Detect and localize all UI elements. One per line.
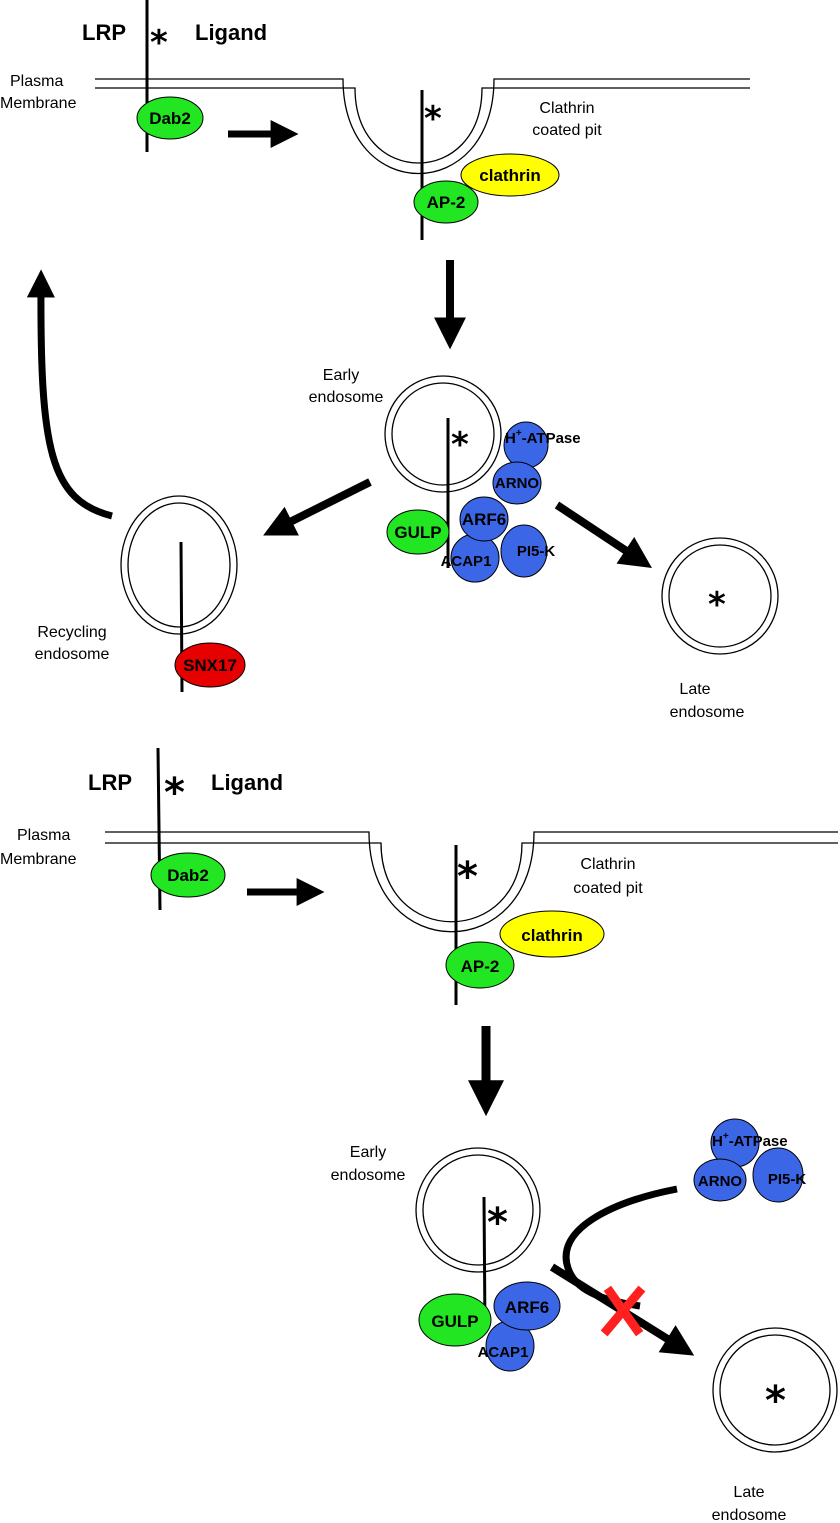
clathrin-label: clathrin: [479, 166, 540, 185]
late-endosome-label-2: endosome: [670, 704, 745, 721]
panel-bottom: LRP * Ligand Plasma Membrane Dab2 * Clat…: [0, 747, 838, 1523]
membrane-label: Membrane: [0, 95, 77, 112]
dab2-label-2: Dab2: [167, 866, 209, 885]
recycling-endosome: [120, 495, 238, 635]
ap2-label: AP-2: [427, 193, 466, 212]
snx17-label: SNX17: [183, 656, 237, 675]
arno-protein-2: [693, 1158, 747, 1202]
pi5k-label: PI5-K: [517, 543, 556, 560]
clathrin-protein-2: [499, 910, 605, 958]
lrp-label: LRP: [82, 20, 126, 45]
late-endosome-label-1: Late: [679, 681, 710, 698]
dab2-protein-2: [150, 852, 226, 898]
arno-protein: [492, 461, 542, 505]
early-endosome-label-2: endosome: [309, 389, 384, 406]
pi5k-protein: [500, 524, 548, 578]
early-endosome-label-1: Early: [323, 367, 359, 384]
late-asterisk-2: *: [765, 1378, 786, 1424]
clathrin-label-2: clathrin: [521, 926, 582, 945]
plasma-membrane-2: [105, 831, 838, 933]
early-asterisk: *: [451, 425, 469, 465]
recycling-endosome-label-2: endosome: [35, 646, 110, 663]
late-endosome-2: [712, 1327, 838, 1453]
ap2-protein-2: [445, 941, 515, 989]
gulp-label: GULP: [394, 523, 441, 542]
arrow-to-late-endosome: [554, 501, 653, 568]
late-endosome-label-2-2: endosome: [712, 1507, 787, 1523]
lrp-label-2: LRP: [88, 770, 132, 795]
h-atpase-label-2: H+-ATPase: [712, 1131, 788, 1150]
early-endosome: [384, 375, 502, 493]
pi5k-label-2: PI5-K: [768, 1171, 807, 1188]
ligand-label-2: Ligand: [211, 770, 283, 795]
pi5k-protein-2: [752, 1147, 804, 1203]
ap2-protein: [413, 180, 479, 224]
plasma-membrane: [95, 78, 750, 174]
early-endosome-label-2-1: Early: [350, 1144, 386, 1161]
pit-asterisk-2: *: [457, 854, 478, 900]
gulp-protein: [386, 509, 450, 555]
gulp-label-2: GULP: [431, 1312, 478, 1331]
dab2-label: Dab2: [149, 109, 191, 128]
panel-top: LRP * Ligand Plasma Membrane Dab2 * Clat…: [0, 0, 779, 721]
membrane-label-2: Membrane: [0, 851, 77, 868]
clathrin-protein: [460, 153, 560, 197]
ligand-asterisk-2: *: [164, 770, 185, 816]
ligand-asterisk: *: [150, 23, 168, 63]
snx17-protein: [174, 642, 246, 688]
ap2-label-2: AP-2: [461, 957, 500, 976]
clathrin-pit-label-1: Clathrin: [539, 100, 594, 117]
late-asterisk: *: [708, 585, 726, 625]
clathrin-pit-label-2: coated pit: [532, 122, 602, 139]
h-atpase-label: H+-ATPase: [505, 428, 581, 447]
clathrin-pit-label-2-2: coated pit: [573, 880, 643, 897]
dab2-protein: [136, 96, 204, 140]
plasma-label-2: Plasma: [17, 827, 70, 844]
arf6-protein-2: [493, 1281, 561, 1331]
late-endosome-label-2-1: Late: [733, 1484, 764, 1501]
late-endosome: [661, 537, 779, 655]
arrow-to-recycling-endosome: [263, 478, 372, 536]
pit-asterisk: *: [424, 99, 442, 139]
blocked-x-mark: [600, 1285, 646, 1337]
gulp-protein-2: [418, 1293, 492, 1347]
arf6-label: ARF6: [462, 510, 506, 529]
arrow-recycling-to-membrane: [26, 269, 113, 520]
early-endosome-label-2-2: endosome: [331, 1167, 406, 1184]
arf6-label-2: ARF6: [505, 1298, 549, 1317]
early-endosome-2: [415, 1147, 541, 1273]
acap1-label: ACAP1: [441, 553, 492, 570]
arf6-protein: [459, 496, 509, 542]
clathrin-pit-label-2-1: Clathrin: [580, 856, 635, 873]
plasma-label: Plasma: [10, 73, 63, 90]
arno-label-2: ARNO: [698, 1173, 742, 1190]
acap1-label-2: ACAP1: [478, 1344, 529, 1361]
early-asterisk-2: *: [487, 1200, 508, 1246]
arno-label: ARNO: [495, 475, 539, 492]
ligand-label: Ligand: [195, 20, 267, 45]
recycling-endosome-label-1: Recycling: [37, 624, 106, 641]
